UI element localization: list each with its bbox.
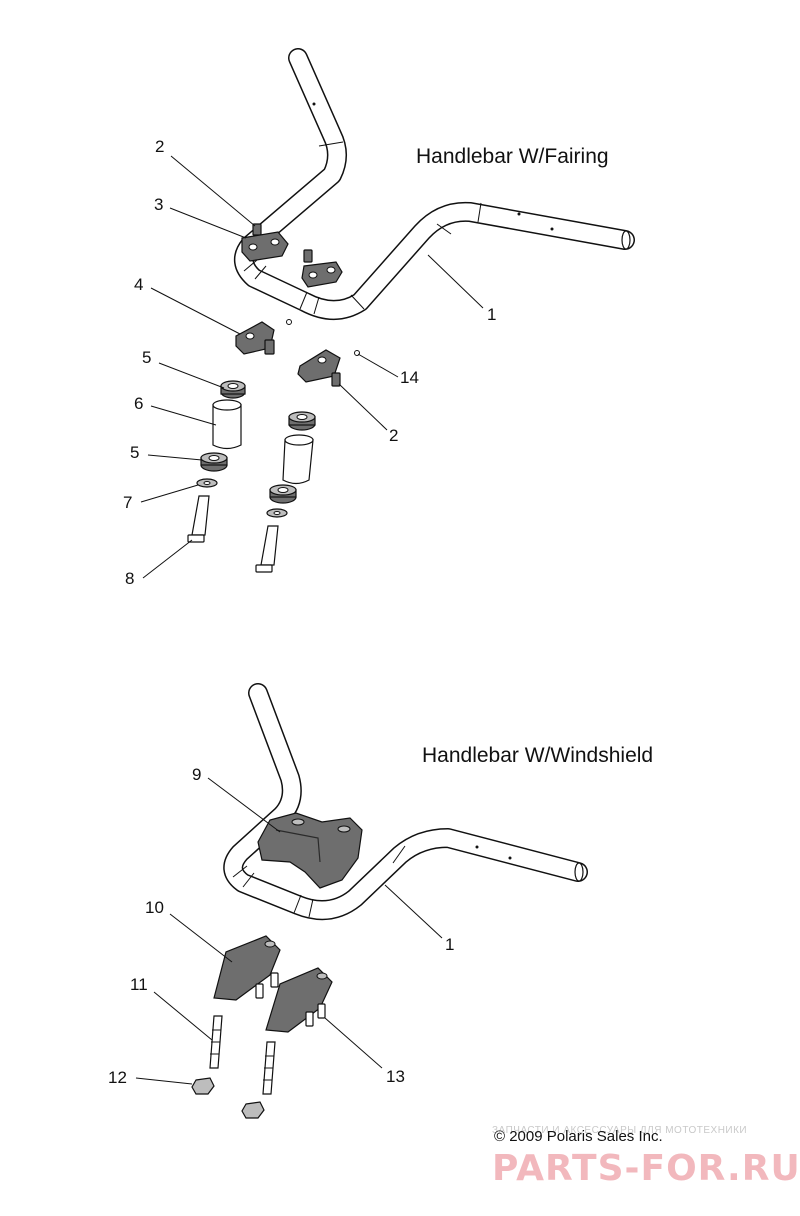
copyright-text: © 2009 Polaris Sales Inc.	[494, 1128, 663, 1145]
callout-5-bottom: 5	[130, 443, 139, 462]
bolt-2-lower	[331, 372, 341, 387]
riser-block-9	[257, 812, 363, 889]
callout-9: 9	[192, 765, 201, 784]
callout-8: 8	[125, 569, 134, 588]
handlebar-fairing	[234, 48, 635, 320]
callout-13: 13	[386, 1067, 405, 1086]
callout-1-windshield: 1	[445, 935, 454, 954]
callout-3: 3	[154, 195, 163, 214]
callout-5-top: 5	[142, 348, 151, 367]
callout-14: 14	[400, 368, 419, 387]
lower-riser-10b	[265, 967, 333, 1033]
bolt-13c	[305, 1011, 314, 1027]
nut-12a	[191, 1077, 215, 1095]
callouts-fairing: 2 3 4 5 6 5 7 8 1 14 2	[123, 137, 496, 588]
bolt-13a	[255, 983, 264, 999]
upper-clamp-3b	[301, 261, 343, 288]
watermark-logo: PARTS-FOR.RU	[492, 1148, 800, 1189]
callout-6: 6	[134, 394, 143, 413]
assembly-title-windshield: Handlebar W/Windshield	[422, 744, 653, 767]
callouts-windshield: 9 1 10 11 12 13	[108, 765, 454, 1087]
nut-12b	[241, 1101, 265, 1119]
assembly-fairing: Handlebar W/Fairing	[123, 48, 635, 588]
assembly-windshield: Handlebar W/Windshield	[108, 683, 653, 1119]
callout-2-top: 2	[155, 137, 164, 156]
stud-11-left	[209, 1015, 223, 1069]
bolt-13d	[317, 1003, 326, 1019]
callout-1-fairing: 1	[487, 305, 496, 324]
stud-11-right	[262, 1041, 276, 1095]
handlebar-windshield	[223, 683, 588, 921]
assembly-title-fairing: Handlebar W/Fairing	[416, 145, 609, 168]
riser-stack-right	[255, 411, 316, 573]
bolt-4	[264, 339, 275, 355]
callout-7: 7	[123, 493, 132, 512]
lower-riser-10	[213, 935, 281, 1001]
callout-10: 10	[145, 898, 164, 917]
callout-4: 4	[134, 275, 143, 294]
bolt-clamp-center	[303, 249, 313, 263]
callout-11: 11	[130, 975, 148, 994]
callout-2-lower: 2	[389, 426, 398, 445]
riser-stack-left	[187, 380, 246, 543]
bolt-13b	[270, 972, 279, 988]
watermark-caption: ЗАПЧАСТИ И АКСЕССУАРЫ ДЛЯ МОТОТЕХНИКИ	[492, 1125, 747, 1136]
callout-12: 12	[108, 1068, 127, 1087]
